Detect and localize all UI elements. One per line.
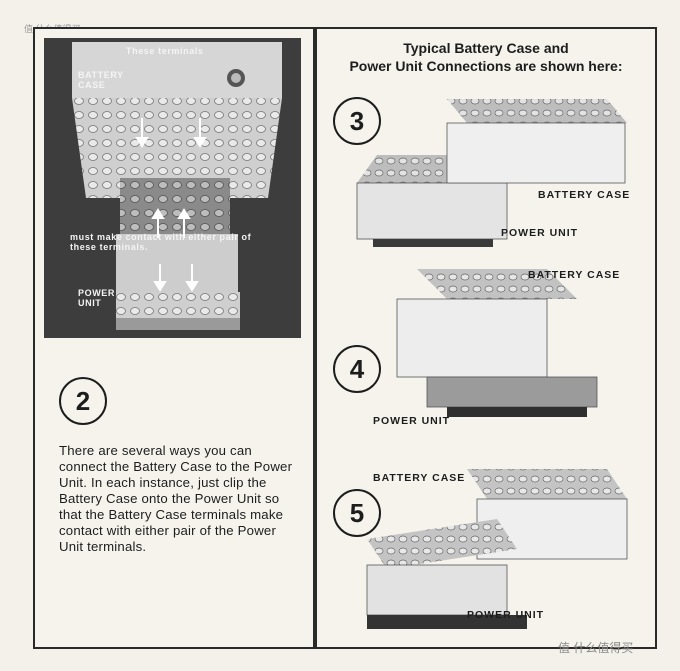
these-terminals-label: These terminals [126, 46, 204, 56]
right-panel: Typical Battery Case and Power Unit Conn… [315, 27, 657, 649]
connection-photo: These terminals BATTERY CASE must make c… [44, 38, 301, 338]
watermark-bottom-right: 值 什么值得买 [558, 641, 634, 655]
battery-case-photo-label: BATTERY CASE [78, 70, 124, 90]
step-5-battery-label: BATTERY CASE [373, 472, 466, 484]
step-5-power-label: POWER UNIT [467, 609, 545, 621]
step-4-number: 4 [333, 345, 381, 393]
step-2-number: 2 [59, 377, 107, 425]
must-make-contact-label: must make contact with either pair of th… [70, 232, 252, 252]
step-4-power-label: POWER UNIT [373, 415, 451, 427]
step-4-battery-label: BATTERY CASE [528, 269, 621, 281]
step-3-number: 3 [333, 97, 381, 145]
step-3-battery-label: BATTERY CASE [538, 189, 631, 201]
step-5-number: 5 [333, 489, 381, 537]
battery-power-photo-illustration [44, 38, 301, 338]
step-4-illustration [396, 269, 598, 417]
step-3-illustration [356, 99, 627, 247]
instructions-text: There are several ways you can connect t… [59, 443, 293, 554]
step-3-power-label: POWER UNIT [501, 227, 579, 239]
step-5-illustration [366, 469, 628, 629]
left-panel: These terminals BATTERY CASE must make c… [33, 27, 315, 649]
connections-heading: Typical Battery Case and Power Unit Conn… [349, 40, 623, 74]
power-unit-photo-label: POWER UNIT [78, 288, 116, 308]
